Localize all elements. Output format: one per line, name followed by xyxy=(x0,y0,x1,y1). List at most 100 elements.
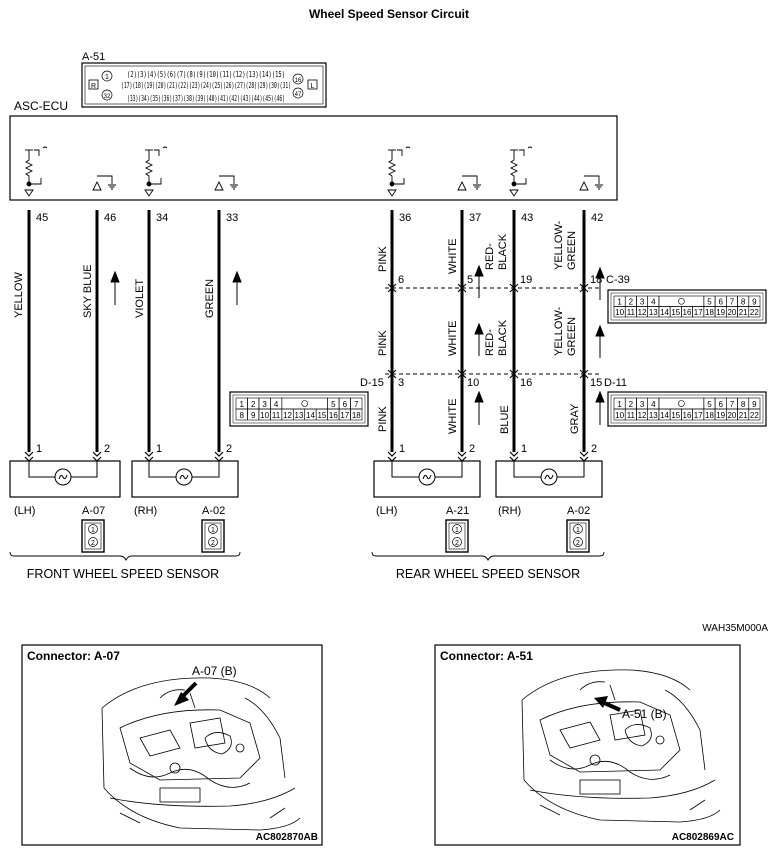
sensor-plug: 12 xyxy=(81,519,105,553)
pin-34: 34 xyxy=(156,212,168,224)
pin-46: 46 xyxy=(104,212,116,224)
rear-rh-connector: A-02 xyxy=(567,505,590,517)
connector-mark-l: L xyxy=(311,83,315,90)
connector-pin-label: 13 xyxy=(295,411,304,420)
front-lh-pin-1: 1 xyxy=(36,443,42,455)
connector-pin-label: 8 xyxy=(240,411,245,420)
rear-lh-pin-2: 2 xyxy=(469,443,475,455)
wire-label-white-2: WHITE xyxy=(447,321,459,356)
connector-panel-a07: Connector: A-07 A-07 (B) AC802870AB xyxy=(21,644,323,846)
pullup-resistor-circuit xyxy=(387,146,411,197)
ecu-box xyxy=(9,115,618,201)
connector-pin-label: 3 xyxy=(640,298,645,307)
connector-key xyxy=(658,295,705,307)
plug-pin-2: 2 xyxy=(455,540,459,547)
connector-key xyxy=(658,397,705,410)
ecu-connector-id: A-51 xyxy=(82,51,105,63)
ground-input-circuit xyxy=(457,175,481,191)
connector-pin-label: 10 xyxy=(615,411,624,420)
connector-pin-label: 10 xyxy=(260,411,269,420)
connector-pin-label: 13 xyxy=(649,411,658,420)
ecu-connector-face: R L 1 32 16 47 (2)(3)(4)(5)(6)(7)(8)(9)(… xyxy=(81,62,327,108)
connector-pin-label: 5 xyxy=(707,298,712,307)
engine-bay-illustration-a07 xyxy=(101,677,301,831)
ecu-label: ASC-ECU xyxy=(14,99,68,113)
connector-pin-label: 2 xyxy=(629,400,634,409)
wire-label-red-black-2-line-1: RED- xyxy=(484,329,496,356)
connector-pin-label: 17 xyxy=(694,411,703,420)
ecu-pin-16: 16 xyxy=(295,78,302,84)
ground-input-circuit xyxy=(92,175,116,191)
connector-key-hole xyxy=(678,297,685,305)
junction-mark xyxy=(579,369,589,379)
rear-rh-pin-1: 1 xyxy=(521,443,527,455)
connector-pin-label: 8 xyxy=(741,400,746,409)
ecu-pin-1: 1 xyxy=(105,74,109,81)
connector-pin-label: 5 xyxy=(331,400,336,409)
connector-pin-label: 5 xyxy=(707,400,712,409)
group-brackets xyxy=(9,551,605,562)
c39-label: C-39 xyxy=(606,274,630,286)
connector-pin-label: 2 xyxy=(251,400,256,409)
sensor-plug: 12 xyxy=(201,519,225,553)
connector-pin-label: 20 xyxy=(727,308,736,317)
d15-pin-10: 10 xyxy=(467,377,479,389)
connector-key-hole xyxy=(678,400,685,407)
rear-lh-connector: A-21 xyxy=(446,505,469,517)
front-lh-pin-2: 2 xyxy=(104,443,110,455)
engine-bay-illustration-a51 xyxy=(521,669,721,823)
ecu-pin-47: 47 xyxy=(295,92,302,98)
junction-mark xyxy=(387,283,397,293)
plug-pin-1: 1 xyxy=(576,527,580,534)
front-rh-connector: A-02 xyxy=(202,505,225,517)
wire-label-white-3: WHITE xyxy=(447,399,459,434)
wire-label-yellow-green-1-line-1: YELLOW- xyxy=(553,220,565,270)
junction-mark xyxy=(579,283,589,293)
wheel-speed-sensors xyxy=(9,451,603,498)
d11-pin-15: 15 xyxy=(590,377,602,389)
wire-label-yellow-green-2-line-1: YELLOW- xyxy=(553,306,565,356)
wire-label-pink-2: PINK xyxy=(377,330,389,356)
connector-pin-label: 14 xyxy=(306,411,315,420)
connector-pin-label: 11 xyxy=(627,308,636,317)
ground-input-circuit xyxy=(579,175,603,191)
rear-lh-label: (LH) xyxy=(376,505,397,517)
panel-a51-title: Connector: A-51 xyxy=(440,649,533,663)
pullup-resistor-circuit xyxy=(24,146,48,197)
panel-a51-code: AC802869AC xyxy=(672,832,734,843)
connector-pin-label: 7 xyxy=(354,400,359,409)
front-group-label: FRONT WHEEL SPEED SENSOR xyxy=(27,567,219,581)
connector-pin-label: 12 xyxy=(638,411,647,420)
rear-rh-label: (RH) xyxy=(498,505,521,517)
d15-label: D-15 xyxy=(360,377,384,389)
connector-pin-label: 19 xyxy=(716,308,725,317)
connector-pin-label: 13 xyxy=(649,308,658,317)
wire-label-red-black-2-line-2: BLACK xyxy=(497,319,509,356)
junction-mark xyxy=(457,369,467,379)
connector-pin-label: 22 xyxy=(750,308,759,317)
pin-43: 43 xyxy=(521,212,533,224)
connector-pin-label: 4 xyxy=(274,400,279,409)
wire-label-green: GREEN xyxy=(204,279,216,318)
wire-label-sky-blue: SKY BLUE xyxy=(82,264,94,318)
connector-pin-label: 6 xyxy=(343,400,348,409)
wire-label-blue: BLUE xyxy=(499,405,511,434)
pin-45: 45 xyxy=(36,212,48,224)
connector-pin-label: 4 xyxy=(651,298,656,307)
wheel-speed-sensor xyxy=(495,451,603,498)
connector-pin-label: 18 xyxy=(705,308,714,317)
connector-pin-label: 16 xyxy=(329,411,338,420)
connector-mark-r: R xyxy=(91,83,96,90)
wire-label-yellow: YELLOW xyxy=(13,272,25,318)
connector-pin-label: 8 xyxy=(741,298,746,307)
connector-pin-label: 14 xyxy=(660,411,669,420)
connector-junction-marks xyxy=(387,283,589,379)
connector-pin-label: 3 xyxy=(262,400,267,409)
pin-36: 36 xyxy=(399,212,411,224)
connector-panel-a51: Connector: A-51 A-51 (B) AC802869AC xyxy=(434,644,741,846)
